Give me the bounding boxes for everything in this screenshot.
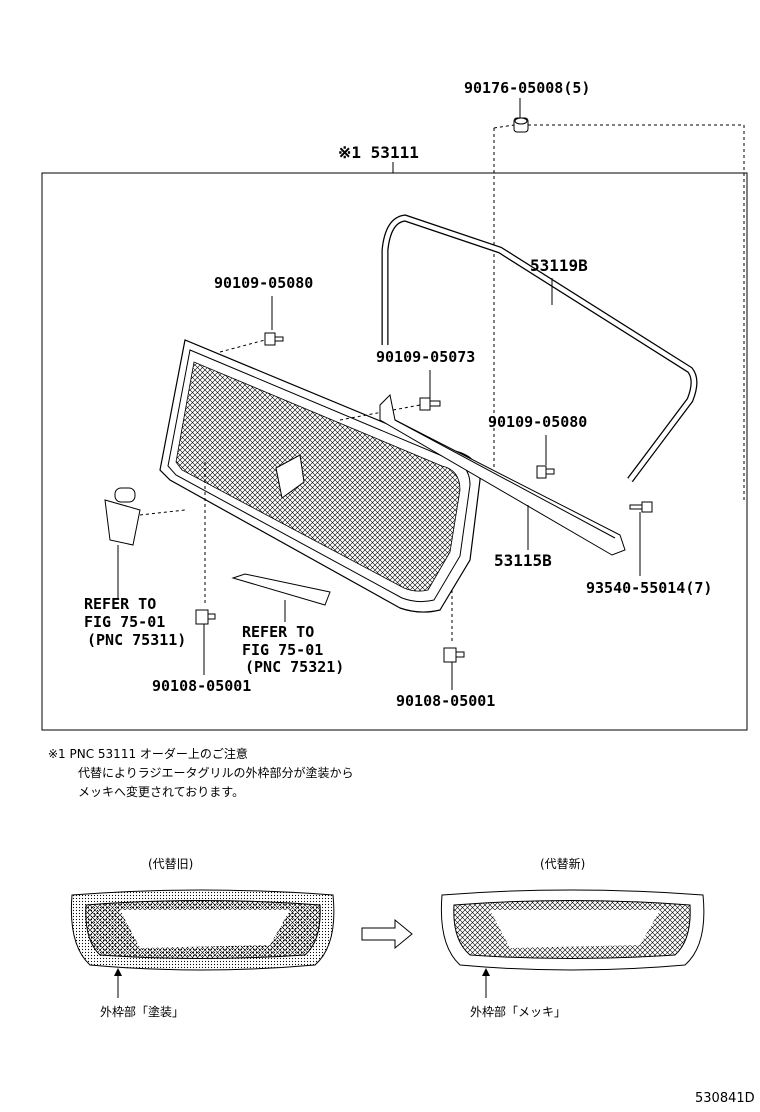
ref-emblem-line2: FIG 75-01 [84, 613, 165, 631]
note-line2: 代替によりラジエータグリルの外枠部分が塗装から [78, 765, 354, 780]
clip-right-icon [536, 465, 555, 479]
diagram-id: 530841D [695, 1091, 755, 1106]
nut-right-icon [443, 647, 465, 663]
ref-emblem-line1: REFER TO [84, 595, 156, 613]
old-title: (代替旧) [148, 857, 193, 871]
note-line3: メッキへ変更されております。 [78, 784, 244, 799]
note-line1: ※1 PNC 53111 オーダー上のご注意 [48, 746, 248, 761]
arrow-right-icon [361, 918, 413, 950]
clip-mid-icon [419, 397, 441, 411]
ref-badge-line1: REFER TO [242, 623, 314, 641]
new-grille-illustration [440, 889, 705, 971]
part-label-screw: 93540-55014(7) [586, 579, 712, 597]
part-label-clip-mid: 90109-05073 [376, 348, 475, 366]
emblem-part [275, 454, 305, 499]
group-label: ※1 53111 [338, 143, 419, 162]
screw-icon [629, 501, 653, 513]
new-label: 外枠部「メッキ」 [470, 1004, 566, 1019]
part-label-bracket: 53115B [494, 551, 552, 570]
ref-emblem-line3: (PNC 75311) [87, 631, 186, 649]
part-label-clip-right: 90109-05080 [488, 413, 587, 431]
molding-part [381, 214, 698, 483]
ref-badge-line2: FIG 75-01 [242, 641, 323, 659]
part-label-nut-right: 90108-05001 [396, 692, 495, 710]
part-label-molding: 53119B [530, 256, 588, 275]
emblem-piece-icon [104, 487, 141, 546]
nut-left-icon [195, 609, 216, 625]
old-label: 外枠部「塗装」 [100, 1004, 184, 1019]
part-label-bolt-top: 90176-05008(5) [464, 79, 590, 97]
clip-left-icon [264, 332, 284, 346]
ref-badge-line3: (PNC 75321) [245, 658, 344, 676]
radiator-grille [159, 339, 481, 613]
part-label-nut-left: 90108-05001 [152, 677, 251, 695]
part-label-clip-left: 90109-05080 [214, 274, 313, 292]
bracket-part [379, 393, 626, 556]
bolt-top-icon [513, 117, 529, 133]
old-grille-illustration [70, 889, 335, 971]
new-title: (代替新) [540, 856, 585, 871]
assembly-frame [41, 172, 748, 731]
badge-part [231, 573, 331, 606]
